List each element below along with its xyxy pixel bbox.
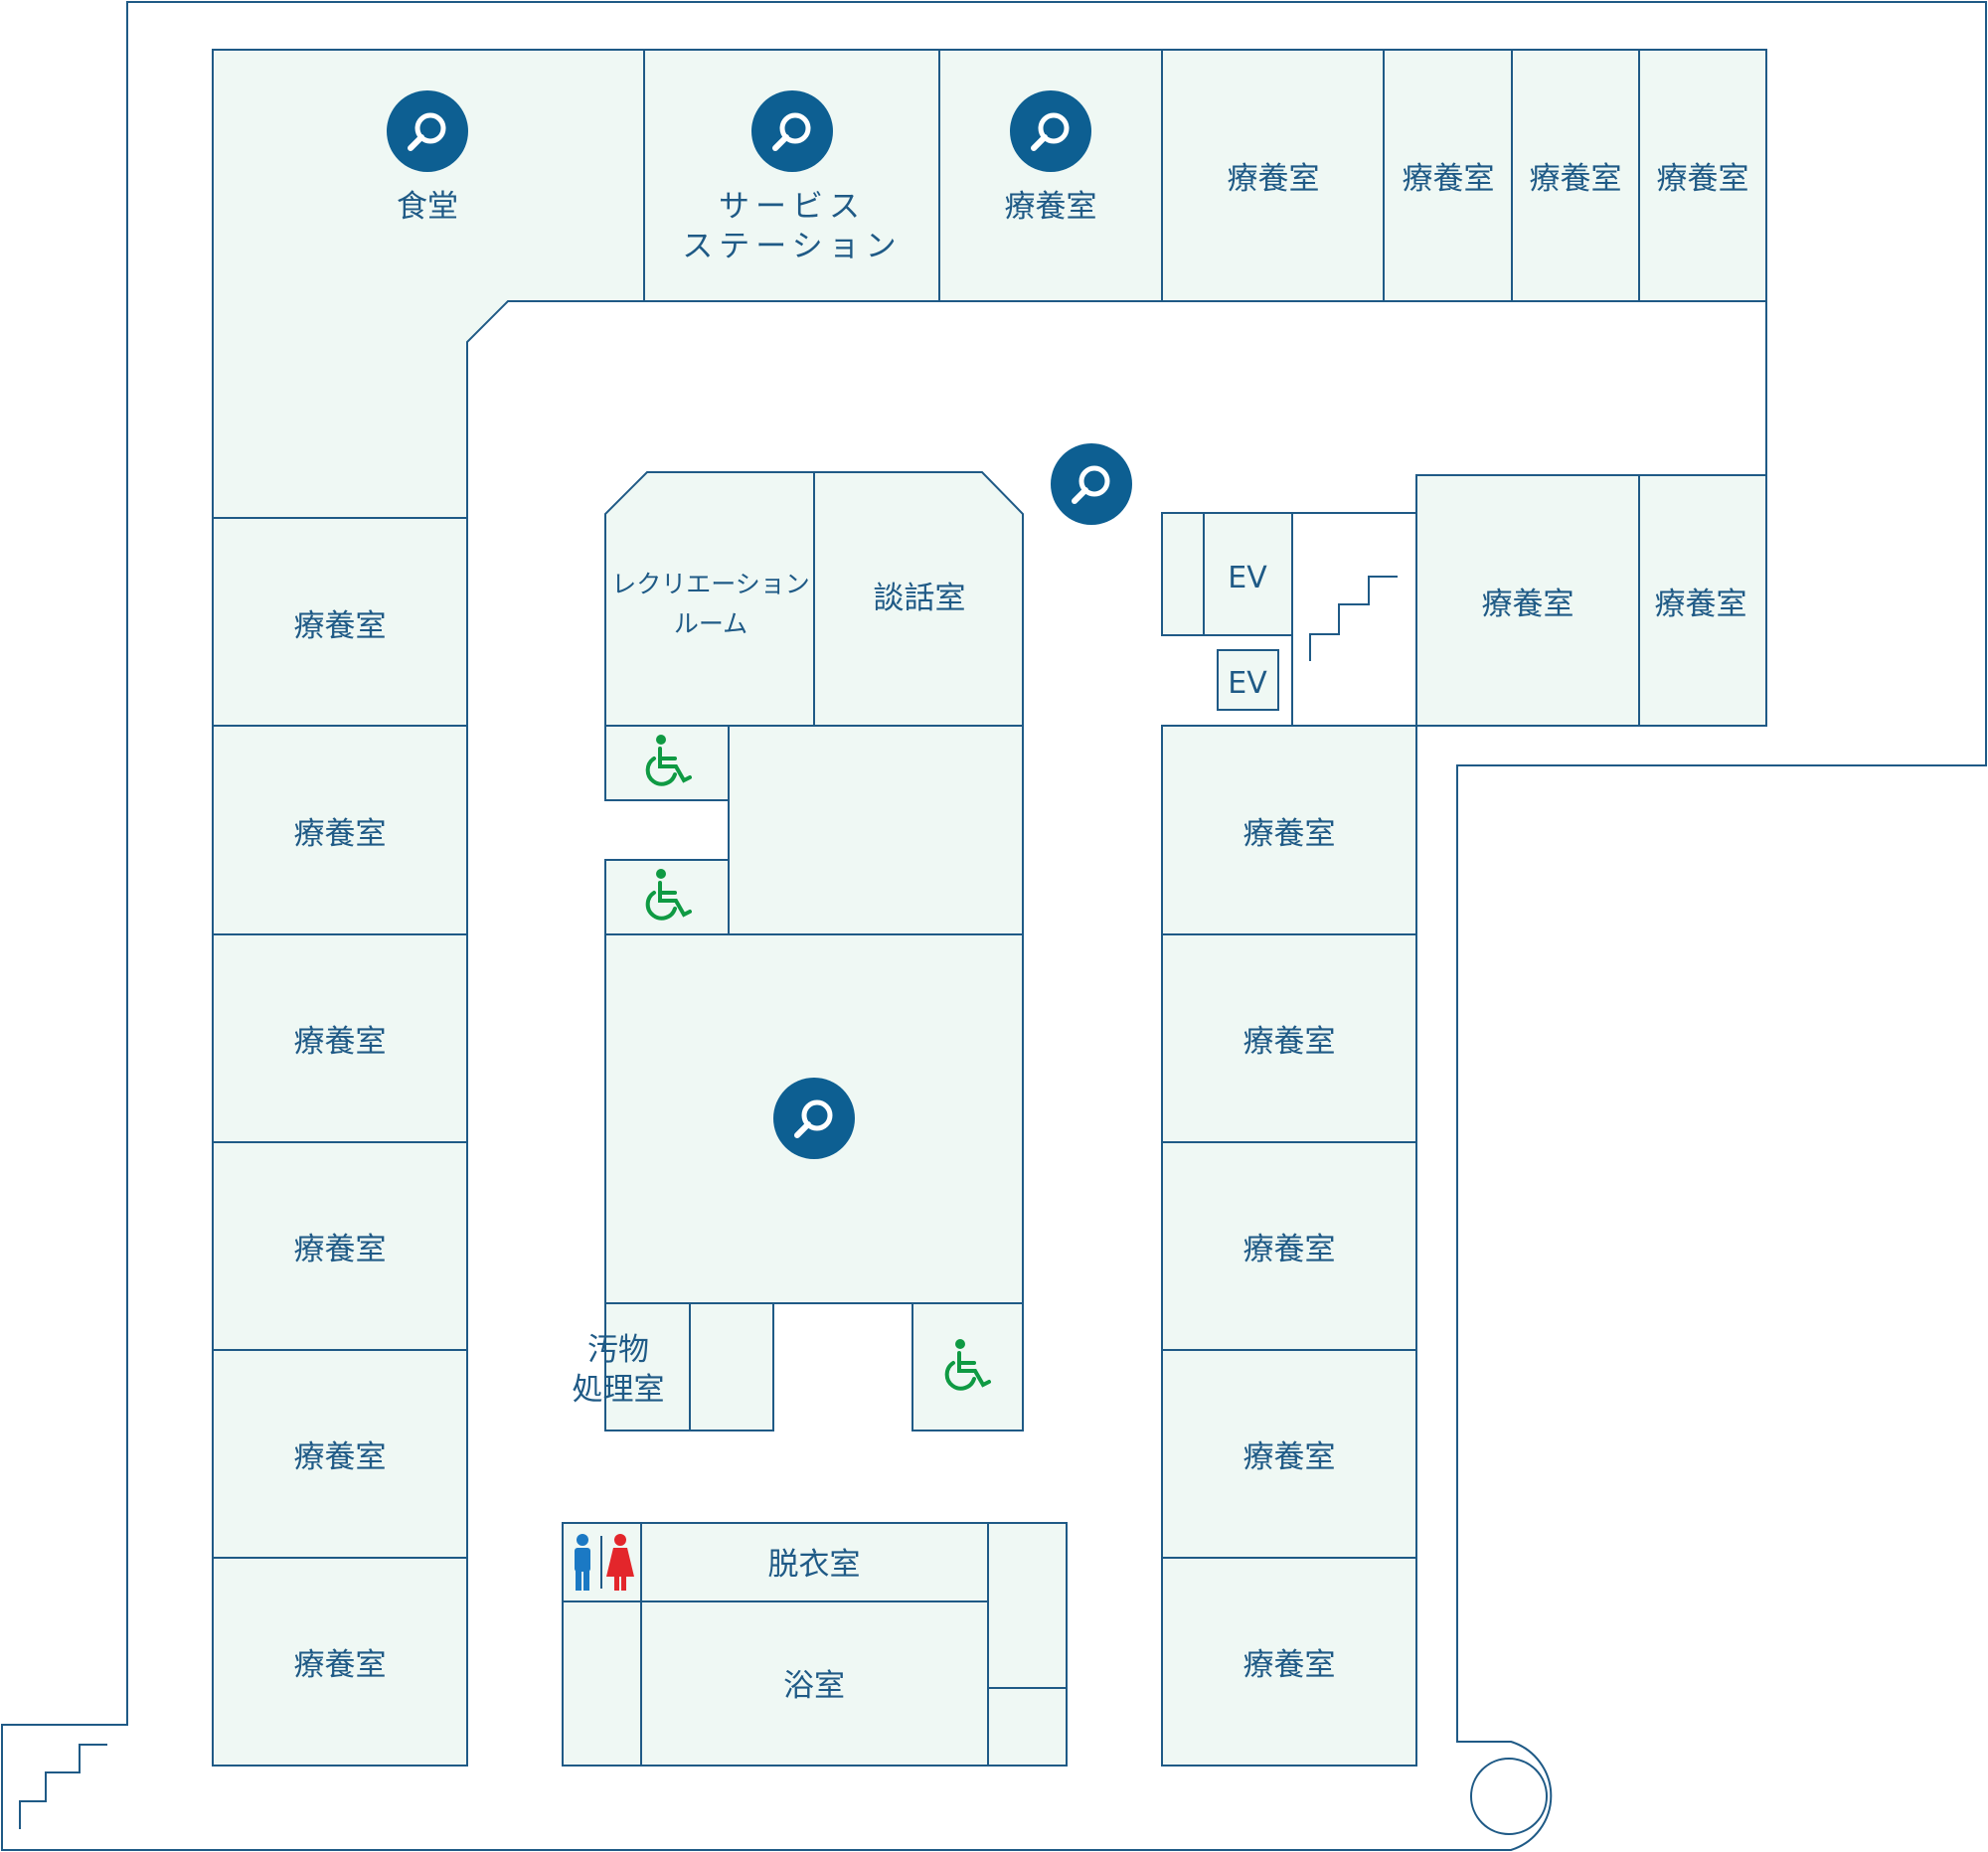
search-icon[interactable] — [1010, 90, 1091, 172]
room-ryoyo-east-1[interactable] — [1415, 474, 1640, 727]
label-obutsu-2: 処理室 — [573, 1372, 665, 1408]
elevator-1[interactable] — [1203, 512, 1293, 636]
label-service-2: ステーション — [682, 229, 902, 264]
label-ryoyo: 療養室 — [1243, 1647, 1336, 1683]
room-ryoyo-east-2[interactable] — [1638, 474, 1767, 727]
room-center-store[interactable] — [728, 725, 1024, 935]
room-ryoyo-top-4[interactable] — [1511, 49, 1640, 302]
wheelchair-icon — [944, 1339, 991, 1391]
room-ryoyo-right-1[interactable] — [1161, 725, 1417, 935]
female-icon — [606, 1534, 634, 1591]
room-danwa[interactable] — [813, 471, 1024, 727]
room-wc-accessible-3[interactable] — [911, 1302, 1024, 1431]
shaft-small — [1161, 512, 1205, 636]
label-ryoyo: 療養室 — [1530, 161, 1622, 197]
label-ryoyo: 療養室 — [1403, 161, 1495, 197]
room-ryoyo-right-2[interactable] — [1161, 933, 1417, 1143]
search-icon[interactable] — [1051, 443, 1132, 525]
label-ryoyo: 療養室 — [1228, 161, 1320, 197]
room-yoku[interactable] — [640, 1600, 989, 1767]
room-datsui[interactable] — [640, 1522, 989, 1602]
circular-elevator — [1470, 1758, 1548, 1835]
label-ryoyo: 療養室 — [1243, 816, 1336, 852]
room-toilet-lower[interactable] — [562, 1600, 642, 1767]
search-icon[interactable] — [773, 1078, 855, 1159]
label-danwa: 談話室 — [874, 581, 966, 616]
search-icon[interactable] — [387, 90, 468, 172]
wheelchair-icon — [645, 869, 692, 921]
elevator-2[interactable] — [1217, 649, 1279, 711]
label-ryoyo: 療養室 — [294, 608, 387, 644]
room-ryoyo-top-3[interactable] — [1383, 49, 1513, 302]
room-bath-side-2[interactable] — [987, 1687, 1068, 1767]
label-ev: EV — [1228, 561, 1267, 595]
label-ryoyo: 療養室 — [294, 1024, 387, 1060]
label-datsui: 脱衣室 — [768, 1547, 861, 1583]
stairs-icon — [19, 1744, 107, 1829]
label-obutsu-1: 汚物 — [587, 1332, 649, 1368]
label-ryoyo: 療養室 — [294, 1232, 387, 1267]
label-ryoyo: 療養室 — [1243, 1024, 1336, 1060]
label-ryoyo: 療養室 — [1243, 1439, 1336, 1475]
restroom-icon — [575, 1534, 634, 1591]
search-icon[interactable] — [751, 90, 833, 172]
room-obutsu[interactable] — [604, 1302, 691, 1431]
room-ryoyo-left-4[interactable] — [212, 1141, 468, 1351]
room-wc-accessible-1[interactable] — [604, 725, 730, 801]
wheelchair-icon — [645, 735, 692, 786]
room-recreation[interactable] — [604, 471, 815, 727]
room-bath-side-1[interactable] — [987, 1522, 1068, 1689]
room-ryoyo-right-4[interactable] — [1161, 1349, 1417, 1559]
room-wc-accessible-2[interactable] — [604, 859, 730, 935]
label-shokudo: 食堂 — [397, 189, 458, 225]
label-recreation-2: ルーム — [674, 609, 747, 638]
label-ryoyo: 療養室 — [1657, 161, 1749, 197]
room-obutsu-store[interactable] — [689, 1302, 774, 1431]
room-ryoyo-top-5[interactable] — [1638, 49, 1767, 302]
label-service-1: サービス — [719, 189, 866, 225]
male-icon — [575, 1534, 590, 1591]
room-ryoyo-top-1[interactable] — [938, 49, 1163, 302]
room-ryoyo-left-6[interactable] — [212, 1557, 468, 1767]
room-ryoyo-right-5[interactable] — [1161, 1557, 1417, 1767]
label-ev: EV — [1228, 666, 1267, 701]
room-ryoyo-left-5[interactable] — [212, 1349, 468, 1559]
stairs-icon — [1309, 576, 1398, 661]
room-ryoyo-left-2[interactable] — [212, 725, 468, 935]
label-ryoyo: 療養室 — [1655, 587, 1747, 622]
label-yoku: 浴室 — [783, 1668, 845, 1704]
label-recreation-1: レクリエーション — [611, 570, 810, 598]
label-ryoyo: 療養室 — [1005, 189, 1097, 225]
label-ryoyo: 療養室 — [294, 816, 387, 852]
label-ryoyo: 療養室 — [294, 1439, 387, 1475]
label-ryoyo: 療養室 — [294, 1647, 387, 1683]
label-ryoyo: 療養室 — [1482, 587, 1574, 622]
label-ryoyo: 療養室 — [1243, 1232, 1336, 1267]
